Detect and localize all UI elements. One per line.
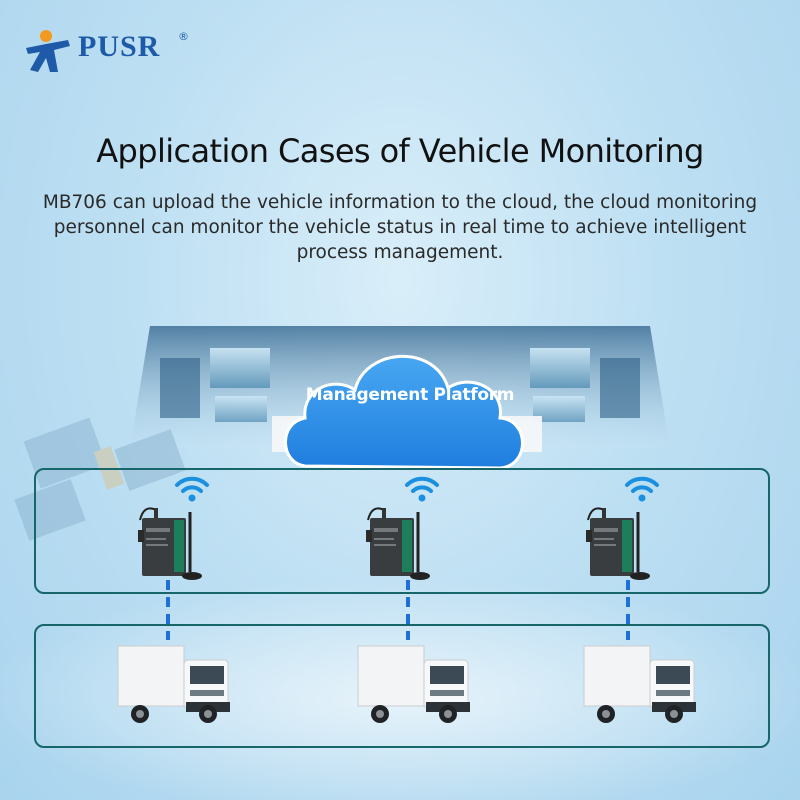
wifi-icon	[405, 476, 439, 502]
router-device-icon	[366, 507, 430, 580]
page-description: MB706 can upload the vehicle information…	[42, 192, 758, 263]
pusr-logo: PUSR ®	[24, 28, 194, 74]
page-title: Application Cases of Vehicle Monitoring	[96, 132, 704, 170]
pusr-figure-icon	[26, 30, 70, 72]
cloud-label: Management Platform	[305, 385, 515, 405]
vehicles-panel	[34, 624, 770, 748]
devices-panel	[34, 468, 770, 594]
truck-icon	[583, 645, 696, 723]
truck-icon	[357, 645, 470, 723]
cloud-icon	[284, 354, 524, 470]
truck-icon	[117, 645, 230, 723]
wifi-icon	[175, 476, 209, 502]
wifi-icon	[625, 476, 659, 502]
router-device-icon	[586, 507, 650, 580]
router-device-icon	[138, 507, 202, 580]
brand-name: PUSR	[78, 30, 161, 63]
registered-mark: ®	[178, 30, 189, 43]
